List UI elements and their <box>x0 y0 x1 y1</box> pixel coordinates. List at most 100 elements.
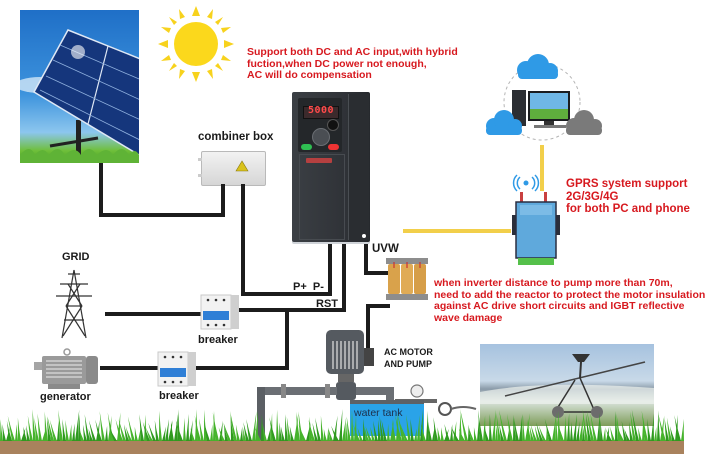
grass-blade <box>576 421 580 441</box>
grass-blade <box>478 410 483 441</box>
grass-blade <box>44 411 48 441</box>
grass-blade <box>170 420 174 441</box>
grass-blade <box>210 424 213 441</box>
grass-blade <box>315 417 321 441</box>
grass-blade <box>492 409 496 441</box>
grass-blade <box>582 409 588 441</box>
grass-blade <box>499 424 504 441</box>
grass-blade <box>406 414 411 441</box>
grass-blade <box>450 424 453 441</box>
grass-blade <box>72 423 75 441</box>
wire-rst-up <box>342 243 346 312</box>
grass-blade <box>395 414 402 441</box>
grass-blade <box>175 420 183 441</box>
generator-label: generator <box>40 391 91 403</box>
hybrid-note-line: Support both DC and AC input,with hybrid <box>247 46 458 58</box>
wireless-signal-icon <box>512 174 540 192</box>
grass-blade <box>75 409 80 441</box>
grass-blade <box>534 425 540 441</box>
grass-blade <box>7 415 15 441</box>
grass-blade <box>183 417 186 441</box>
grass-blade <box>657 410 660 441</box>
grass-blade <box>477 417 480 441</box>
grass-blade <box>57 420 60 441</box>
grass-blade <box>631 409 639 441</box>
wire-grid <box>105 312 203 316</box>
inverter-display-value: 5000 <box>307 105 335 116</box>
grass-blade <box>261 414 264 441</box>
grass-blade <box>186 413 189 441</box>
grass-blade <box>138 428 141 441</box>
grass-blade <box>168 419 173 441</box>
grass-blade <box>654 427 657 441</box>
grass-blade <box>387 423 390 441</box>
grass-blade <box>674 415 681 441</box>
grass-blade <box>2 424 6 441</box>
grass-blade <box>199 418 204 441</box>
grass-blade <box>460 409 468 441</box>
inverter-knob[interactable] <box>327 119 339 131</box>
solar-panel-icon <box>20 29 139 163</box>
inverter-nav-wheel[interactable] <box>312 128 330 146</box>
inverter-keypad: 5000 <box>298 98 342 152</box>
warning-triangle-icon <box>198 158 249 177</box>
grass-blade <box>212 412 219 441</box>
grass-blade <box>95 419 102 441</box>
inverter-stop-button[interactable] <box>328 144 339 150</box>
grass-blade <box>123 424 129 441</box>
breaker-grid[interactable] <box>200 293 239 331</box>
grass-blade <box>27 415 33 441</box>
gprs-note-line: for both PC and phone <box>566 203 690 215</box>
grass-blade <box>365 426 372 441</box>
grass-blade <box>339 409 343 441</box>
gprs-module-icon <box>512 174 560 265</box>
grass-blade <box>26 425 30 441</box>
wire-gen-junction <box>285 310 289 370</box>
grass-blade <box>647 418 651 441</box>
grass-blade <box>49 419 57 441</box>
power-tower-icon <box>56 269 92 339</box>
grass-blade <box>556 419 564 441</box>
wire-uvw-down <box>364 243 368 275</box>
gprs-note-line: 2G/3G/4G <box>566 190 619 203</box>
grass-blade <box>107 412 114 441</box>
grass-blade <box>289 426 294 441</box>
grass-blade <box>370 426 375 441</box>
grass-blade <box>381 419 387 441</box>
grass-blade <box>285 414 288 441</box>
signal-line-inverter-gprs <box>403 229 511 233</box>
wire-pv-down <box>99 163 103 217</box>
water-tank: water tank <box>350 400 424 436</box>
grass-blade <box>328 427 333 441</box>
grass-blade <box>437 427 441 441</box>
grass-blade <box>630 411 636 441</box>
output-terminals-label: UVW <box>372 243 399 255</box>
grass-blade <box>15 424 18 441</box>
grass-blade <box>373 420 378 441</box>
reactor-note: when inverter distance to pump more than… <box>434 277 705 324</box>
solar-panel-image <box>20 10 139 163</box>
breaker-generator[interactable] <box>157 350 196 388</box>
wire-rst-horizontal <box>236 308 346 312</box>
grass-blade <box>351 410 354 441</box>
grass-blade <box>88 428 93 441</box>
grass-blade <box>669 426 675 441</box>
hybrid-input-note: Support both DC and AC input,with hybrid… <box>247 46 458 82</box>
grass-blade <box>327 428 330 441</box>
reactor-note-line: against AC drive short circuits and IGBT… <box>434 300 685 313</box>
grass-blade <box>105 425 108 441</box>
grass-blade <box>379 415 384 441</box>
reactor-icon <box>386 258 428 300</box>
grass-blade <box>312 422 318 441</box>
grass-blade <box>165 419 170 441</box>
wire-reactor-out-horizontal <box>366 304 390 308</box>
wire-dc-up <box>328 243 332 296</box>
grass-blade <box>243 422 249 441</box>
combiner-box <box>198 151 266 186</box>
grass-blade <box>298 424 306 441</box>
grass-blade <box>414 428 417 441</box>
inverter-run-button[interactable] <box>301 144 312 150</box>
grass-blade <box>573 413 578 441</box>
grass-blade <box>638 427 642 441</box>
grass-blade <box>276 409 279 441</box>
